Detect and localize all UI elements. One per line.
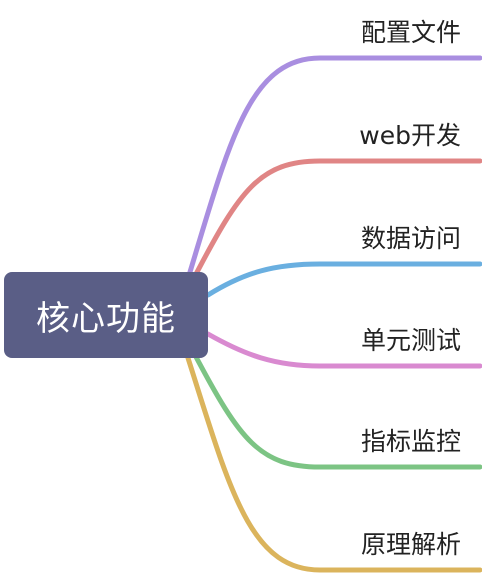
branch-label-test[interactable]: 单元测试: [360, 326, 461, 355]
branch-line-config: [187, 55, 482, 275]
root-node[interactable]: 核心功能: [4, 272, 208, 358]
branch-label-principle[interactable]: 原理解析: [360, 530, 461, 559]
branch-label-web[interactable]: web开发: [359, 121, 461, 150]
branch-line-monitor: [192, 352, 482, 470]
branch-line-web: [192, 158, 482, 279]
branch-label-config[interactable]: 配置文件: [360, 18, 461, 47]
branch-line-principle: [185, 355, 482, 573]
branch-label-monitor[interactable]: 指标监控: [360, 427, 461, 456]
root-node-label: 核心功能: [36, 298, 176, 339]
branch-label-data[interactable]: 数据访问: [360, 224, 461, 253]
branch-line-test: [205, 331, 482, 369]
branch-line-data: [205, 261, 482, 298]
